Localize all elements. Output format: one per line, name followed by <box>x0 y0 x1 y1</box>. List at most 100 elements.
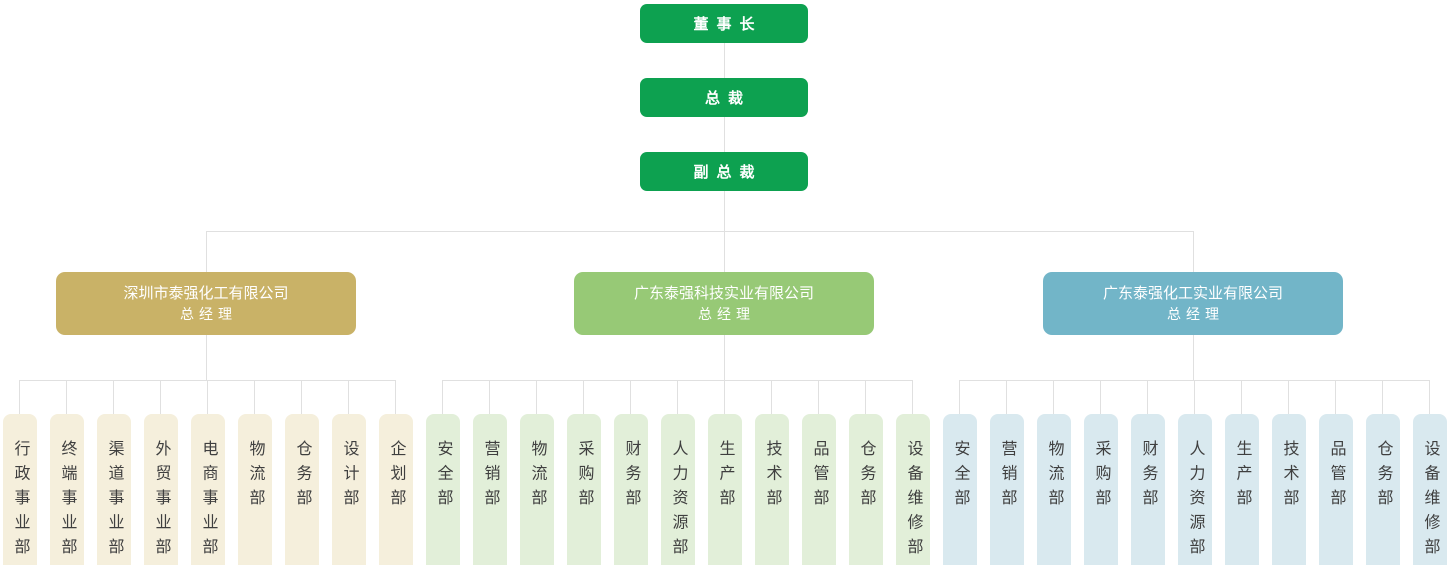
leaf-stub-connector <box>1429 380 1430 414</box>
department-box: 仓务部 <box>848 414 883 565</box>
connector-vertical-line <box>205 231 207 272</box>
main-horizontal-connector <box>206 231 1193 232</box>
shenzhen-taiqiang-chemical-box: 深圳市泰强化工有限公司总经理 <box>56 272 356 335</box>
department-box: 财务部 <box>613 414 648 565</box>
department-label: 营销部 <box>998 440 1016 514</box>
department-box: 渠道事业部 <box>96 414 131 565</box>
department-box: 电商事业部 <box>190 414 225 565</box>
department-box: 仓务部 <box>284 414 319 565</box>
department-label: 生产部 <box>1233 440 1251 514</box>
department-label: 仓务部 <box>857 440 875 514</box>
department-box: 仓务部 <box>1365 414 1400 565</box>
connector-vertical-line <box>723 43 725 78</box>
branch-role-subtitle: 总经理 <box>180 305 237 322</box>
leaf-stub-connector <box>536 380 537 414</box>
leaf-stub-connector <box>113 380 114 414</box>
department-label: 营销部 <box>481 440 499 514</box>
leaf-stub-connector <box>865 380 866 414</box>
department-label: 行政事业部 <box>11 440 29 563</box>
department-label: 电商事业部 <box>199 440 217 563</box>
department-box: 采购部 <box>1083 414 1118 565</box>
leaf-stub-connector <box>19 380 20 414</box>
leaf-stub-connector <box>301 380 302 414</box>
department-box: 生产部 <box>1224 414 1259 565</box>
department-label: 技术部 <box>1280 440 1298 514</box>
guangdong-taiqiang-tech-box: 广东泰强科技实业有限公司总经理 <box>574 272 874 335</box>
department-box: 技术部 <box>754 414 789 565</box>
department-box: 物流部 <box>237 414 272 565</box>
leaf-stub-connector <box>724 380 725 414</box>
leaf-stub-connector <box>348 380 349 414</box>
department-box: 物流部 <box>1036 414 1071 565</box>
branch-down-connector <box>1192 335 1194 380</box>
department-label: 采购部 <box>575 440 593 514</box>
department-label: 仓务部 <box>293 440 311 514</box>
department-box: 终端事业部 <box>49 414 84 565</box>
president-box: 总裁 <box>640 78 808 117</box>
department-box: 财务部 <box>1130 414 1165 565</box>
department-label: 人力资源部 <box>669 440 687 563</box>
leaf-stub-connector <box>630 380 631 414</box>
branch-down-connector <box>723 335 725 380</box>
department-label: 人力资源部 <box>1186 440 1204 563</box>
leaf-stub-connector <box>160 380 161 414</box>
department-box: 生产部 <box>707 414 742 565</box>
department-label: 企划部 <box>387 440 405 514</box>
leaf-stub-connector <box>66 380 67 414</box>
department-label: 品管部 <box>810 440 828 514</box>
leaf-stub-connector <box>818 380 819 414</box>
department-label: 外贸事业部 <box>152 440 170 563</box>
leaf-stub-connector <box>1006 380 1007 414</box>
department-box: 设备维修部 <box>1412 414 1447 565</box>
department-label: 仓务部 <box>1374 440 1392 514</box>
department-label: 物流部 <box>246 440 264 514</box>
branch-role-subtitle: 总经理 <box>698 305 755 322</box>
department-label: 终端事业部 <box>58 440 76 563</box>
department-box: 企划部 <box>378 414 413 565</box>
department-box: 人力资源部 <box>1177 414 1212 565</box>
department-label: 财务部 <box>1139 440 1157 514</box>
department-box: 品管部 <box>1318 414 1353 565</box>
department-box: 物流部 <box>519 414 554 565</box>
department-label: 安全部 <box>951 440 969 514</box>
vice-president-box: 副总裁 <box>640 152 808 191</box>
leaf-stub-connector <box>1053 380 1054 414</box>
department-label: 安全部 <box>434 440 452 514</box>
department-label: 品管部 <box>1327 440 1345 514</box>
branch-company-title: 广东泰强化工实业有限公司 <box>1102 284 1283 302</box>
leaf-stub-connector <box>771 380 772 414</box>
leaf-stub-connector <box>489 380 490 414</box>
leaf-stub-connector <box>254 380 255 414</box>
branch-down-connector <box>205 335 207 380</box>
department-box: 采购部 <box>566 414 601 565</box>
department-box: 安全部 <box>942 414 977 565</box>
chairman-box: 董事长 <box>640 4 808 43</box>
branch-company-title: 广东泰强科技实业有限公司 <box>633 284 814 302</box>
department-label: 设备维修部 <box>904 440 922 563</box>
leaf-stub-connector <box>1194 380 1195 414</box>
department-box: 技术部 <box>1271 414 1306 565</box>
department-label: 技术部 <box>763 440 781 514</box>
department-box: 人力资源部 <box>660 414 695 565</box>
department-box: 设备维修部 <box>895 414 930 565</box>
branch-company-title: 深圳市泰强化工有限公司 <box>123 284 289 302</box>
connector-vertical-line <box>1192 231 1194 272</box>
leaf-stub-connector <box>1100 380 1101 414</box>
department-box: 安全部 <box>425 414 460 565</box>
connector-vertical-line <box>723 117 725 152</box>
department-label: 财务部 <box>622 440 640 514</box>
leaf-stub-connector <box>1147 380 1148 414</box>
branch-role-subtitle: 总经理 <box>1167 305 1224 322</box>
department-box: 行政事业部 <box>2 414 37 565</box>
leaf-stub-connector <box>1241 380 1242 414</box>
leaf-stub-connector <box>1382 380 1383 414</box>
leaf-stub-connector <box>207 380 208 414</box>
department-box: 营销部 <box>989 414 1024 565</box>
leaf-stub-connector <box>912 380 913 414</box>
department-box: 外贸事业部 <box>143 414 178 565</box>
leaf-stub-connector <box>1335 380 1336 414</box>
department-label: 设备维修部 <box>1421 440 1439 563</box>
guangdong-taiqiang-chemical-box: 广东泰强化工实业有限公司总经理 <box>1043 272 1343 335</box>
department-box: 营销部 <box>472 414 507 565</box>
